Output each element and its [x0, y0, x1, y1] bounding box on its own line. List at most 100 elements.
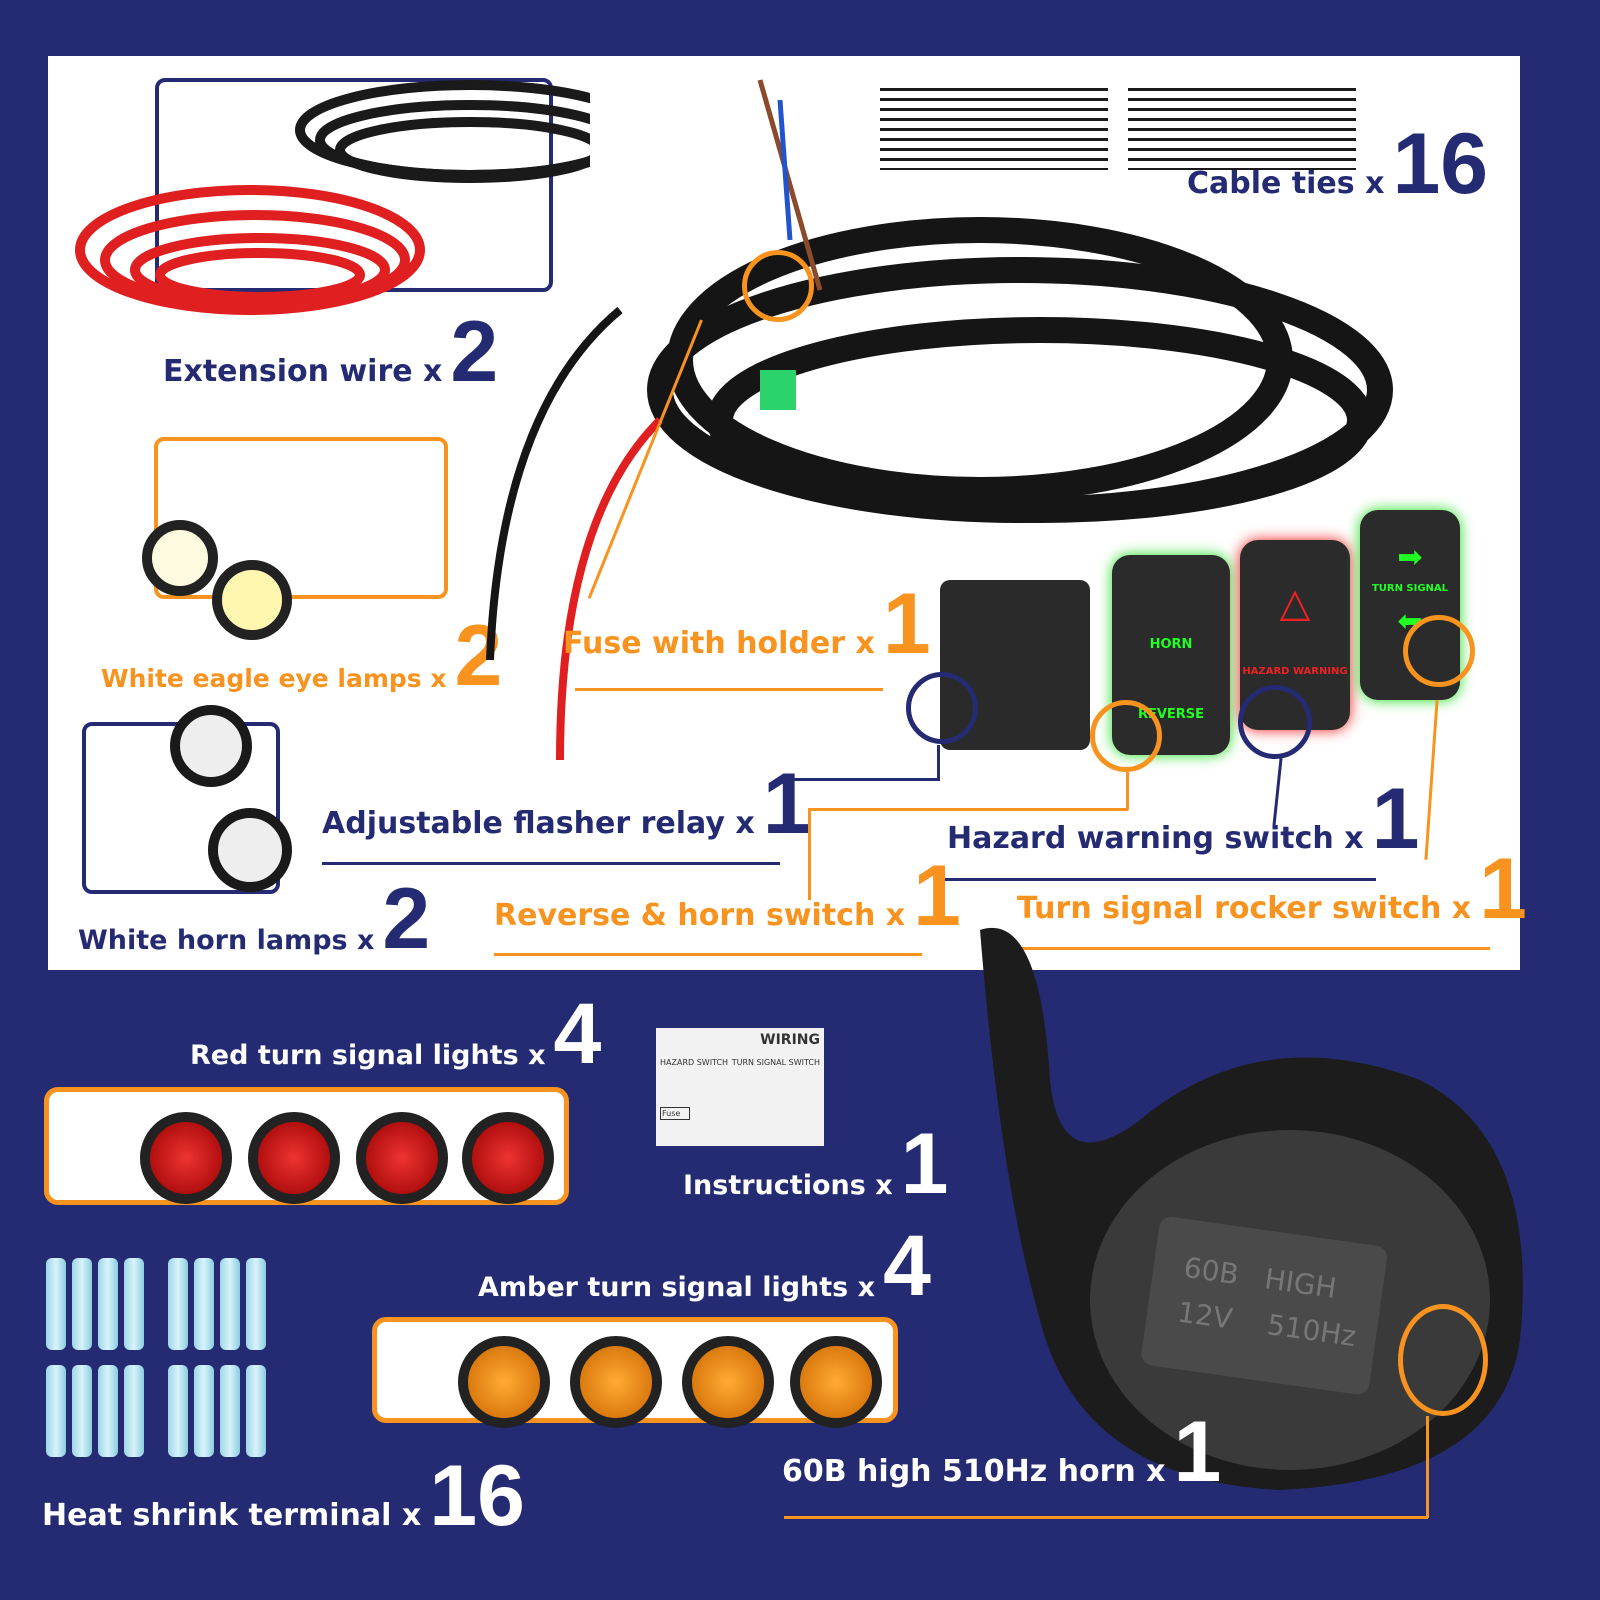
- heat-shrink-terminal: [246, 1258, 266, 1350]
- label-text: Adjustable flasher relay x: [322, 805, 755, 841]
- turn-highlight-circle: [1403, 615, 1475, 687]
- quantity: 16: [429, 1448, 525, 1544]
- leader-line: [1426, 1416, 1429, 1518]
- sheet-turn: TURN SIGNAL SWITCH: [731, 1058, 820, 1067]
- horn-lamp: [170, 705, 252, 787]
- cable-ties-image: [880, 88, 1108, 170]
- heat-shrink-terminal: [194, 1365, 214, 1457]
- label-text: Cable ties x: [1187, 165, 1385, 201]
- label-text: White eagle eye lamps x: [101, 663, 447, 693]
- horn-image: [980, 927, 1523, 1490]
- relay-highlight-circle: [906, 672, 978, 744]
- heat-shrink-terminal: [98, 1365, 118, 1457]
- label-text: Instructions x: [683, 1169, 893, 1201]
- heat-shrink-terminal: [168, 1258, 188, 1350]
- eagle-eye-frame: [154, 437, 448, 599]
- arrow-right-icon: ➡: [1397, 540, 1423, 575]
- cable-ties-image: [1128, 88, 1356, 170]
- horn-switch-text: HORN: [1149, 637, 1193, 652]
- label-text: Extension wire x: [163, 353, 443, 389]
- leader-line: [788, 778, 940, 781]
- heat-shrink-terminal: [72, 1365, 92, 1457]
- underline: [944, 878, 1376, 881]
- heat-shrink-terminal: [246, 1365, 266, 1457]
- underline: [494, 953, 922, 956]
- sheet-hazard: HAZARD SWITCH: [660, 1058, 729, 1067]
- quantity: 16: [1392, 116, 1489, 212]
- amber-light: [682, 1336, 774, 1428]
- label-text: Red turn signal lights x: [190, 1039, 546, 1071]
- reverse-highlight-circle: [1090, 700, 1162, 772]
- quantity: 1: [1371, 771, 1420, 867]
- turn-switch-text: TURN SIGNAL: [1371, 583, 1449, 594]
- horn-text: 60B: [1181, 1250, 1241, 1292]
- underline: [784, 1516, 1428, 1519]
- leader-line: [808, 808, 1128, 811]
- heat-shrink-terminal: [194, 1258, 214, 1350]
- quantity: 1: [900, 1116, 949, 1212]
- label-text: 60B high 510Hz horn x: [782, 1453, 1166, 1489]
- amber-light: [458, 1336, 550, 1428]
- heat-shrink-terminal: [220, 1258, 240, 1350]
- amber-light: [570, 1336, 662, 1428]
- quantity: 1: [1173, 1404, 1222, 1500]
- heat-shrink-terminal: [124, 1258, 144, 1350]
- hazard-switch-text: HAZARD WARNING: [1242, 666, 1348, 677]
- eagle-eye-lamp: [212, 560, 292, 640]
- heat-shrink-terminal: [46, 1258, 66, 1350]
- horn-highlight-circle: [1398, 1304, 1488, 1416]
- label-text: Amber turn signal lights x: [478, 1271, 876, 1303]
- label-text: Hazard warning switch x: [947, 820, 1364, 856]
- quantity: 2: [382, 871, 431, 967]
- hazard-triangle-icon: △: [1279, 580, 1311, 626]
- label-text: Turn signal rocker switch x: [1017, 890, 1472, 926]
- leader-line: [1126, 772, 1129, 810]
- leader-line: [808, 808, 811, 900]
- heat-shrink-terminal: [46, 1365, 66, 1457]
- label-text: Fuse with holder x: [563, 625, 875, 661]
- red-light: [356, 1112, 448, 1204]
- heat-shrink-terminal: [168, 1365, 188, 1457]
- quantity: 2: [450, 304, 499, 400]
- quantity: 1: [882, 576, 931, 672]
- extension-wire-image: [75, 80, 590, 315]
- fuse-highlight-circle: [742, 250, 814, 322]
- sheet-fuse: Fuse: [660, 1107, 690, 1120]
- underline: [575, 688, 883, 691]
- underline: [322, 862, 780, 865]
- red-light: [248, 1112, 340, 1204]
- horn-text: 510Hz: [1265, 1307, 1359, 1353]
- heat-shrink-terminal: [72, 1258, 92, 1350]
- red-light: [462, 1112, 554, 1204]
- label-text: Reverse & horn switch x: [494, 897, 906, 933]
- sheet-title: WIRING: [760, 1032, 820, 1048]
- quantity: 1: [913, 848, 961, 944]
- red-light: [140, 1112, 232, 1204]
- leader-line: [937, 745, 940, 780]
- horn-lamp: [208, 808, 292, 892]
- amber-light: [790, 1336, 882, 1428]
- hazard-highlight-circle: [1238, 685, 1312, 759]
- heat-shrink-terminal: [220, 1365, 240, 1457]
- quantity: 4: [553, 986, 602, 1082]
- eagle-eye-lamp: [142, 520, 218, 596]
- heat-shrink-terminal: [124, 1365, 144, 1457]
- label-text: Heat shrink terminal x: [42, 1497, 422, 1533]
- label-text: White horn lamps x: [78, 924, 375, 956]
- heat-shrink-terminal: [98, 1258, 118, 1350]
- quantity: 1: [762, 756, 811, 852]
